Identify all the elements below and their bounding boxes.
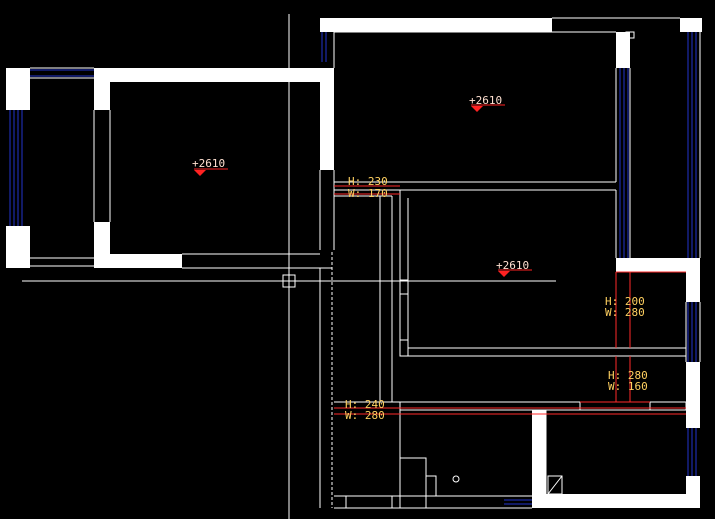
wall-segment — [320, 68, 334, 170]
crosshair-cursor-icon[interactable] — [22, 14, 556, 519]
elevation-label: +2610 — [496, 259, 529, 272]
elevation-triangle-icon — [471, 106, 483, 112]
elevation-label: +2610 — [192, 157, 225, 170]
elevation-label: +2610 — [469, 94, 502, 107]
thin-walls — [30, 17, 701, 509]
opening-height: H: 240 — [345, 398, 385, 411]
opening-markers — [334, 185, 686, 415]
wall-segment — [546, 494, 700, 508]
elevation-triangle-icon — [194, 170, 206, 176]
opening-width: W: 160 — [608, 380, 648, 393]
opening-width: W: 170 — [348, 187, 388, 200]
wall-segment — [94, 254, 182, 268]
thick-walls — [6, 18, 702, 508]
wall-segment — [686, 362, 700, 428]
wall-segment — [320, 18, 552, 32]
wall-segment — [686, 272, 700, 302]
opening-label: H: 200 W: 280 — [605, 295, 645, 319]
wall-segment — [616, 258, 700, 272]
windows — [9, 32, 697, 505]
opening-height: H: 200 — [605, 295, 645, 308]
opening-label: H: 280 W: 160 — [608, 369, 648, 393]
wall-segment — [532, 410, 546, 508]
wall-segment — [6, 226, 30, 268]
wall-segment — [680, 18, 702, 32]
opening-width: W: 280 — [345, 409, 385, 422]
wall-segment — [94, 68, 110, 110]
elevation-triangle-icon — [498, 271, 510, 277]
elevation-marker: +2610 — [192, 157, 228, 176]
opening-height: H: 230 — [348, 175, 388, 188]
opening-width: W: 280 — [605, 306, 645, 319]
wall-segment — [6, 68, 30, 110]
wall-segment — [616, 32, 630, 68]
opening-label: H: 230 W: 170 — [348, 175, 388, 200]
elevation-marker: +2610 — [496, 259, 532, 277]
wall-segment — [94, 68, 334, 82]
opening-label: H: 240 W: 280 — [345, 398, 385, 422]
opening-height: H: 280 — [608, 369, 648, 382]
elevation-marker: +2610 — [469, 94, 505, 112]
